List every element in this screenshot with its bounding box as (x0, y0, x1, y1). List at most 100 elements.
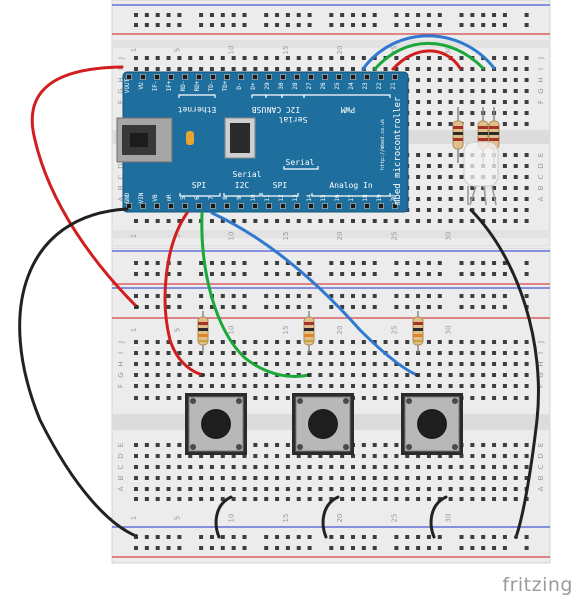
hole (340, 535, 345, 539)
label-spi-left: SPI (192, 181, 207, 190)
hole (242, 454, 247, 458)
hole (470, 497, 475, 501)
hole (481, 351, 486, 355)
hole (448, 175, 453, 179)
hole (481, 384, 486, 388)
hole (285, 56, 290, 60)
hole (275, 465, 280, 469)
hole (155, 396, 160, 400)
hole (394, 465, 399, 469)
hole (264, 497, 269, 501)
hole (242, 294, 247, 298)
hole (285, 396, 290, 400)
hole (329, 476, 334, 480)
hole (513, 340, 518, 344)
hole (426, 487, 431, 491)
hole (199, 362, 204, 366)
hole (459, 476, 464, 480)
pin-label-top: 25 (334, 82, 341, 90)
hole (177, 443, 182, 447)
hole (448, 219, 453, 223)
hole (329, 465, 334, 469)
hole (318, 384, 323, 388)
hole (524, 351, 529, 355)
hole (166, 219, 171, 223)
hole (416, 122, 421, 126)
hole (513, 208, 518, 212)
hole (209, 546, 214, 550)
hole (253, 465, 258, 469)
hole (513, 164, 518, 168)
hole (459, 497, 464, 501)
header-pin (266, 74, 272, 80)
hole (459, 100, 464, 104)
hole (459, 546, 464, 550)
hole (231, 487, 236, 491)
hole (285, 476, 290, 480)
hole (405, 261, 410, 265)
row-letter: J (117, 341, 125, 344)
hole (231, 535, 236, 539)
hole (134, 373, 138, 377)
hole (470, 89, 475, 93)
hole (361, 476, 366, 480)
hole (242, 305, 247, 309)
hole (405, 535, 410, 539)
header-pin (238, 74, 244, 80)
hole (394, 219, 399, 223)
hole (437, 78, 442, 82)
hole (231, 351, 236, 355)
hole (285, 454, 290, 458)
column-number: 10 (228, 514, 236, 523)
row-letter: B (537, 475, 545, 480)
hole (264, 23, 269, 27)
pin-label-top: 30 (278, 82, 285, 90)
hole (426, 294, 431, 298)
hole (340, 362, 345, 366)
header-pin (266, 203, 272, 209)
header-pin (336, 74, 342, 80)
hole (372, 384, 377, 388)
label-pwm: PWM (341, 105, 356, 114)
hole (416, 294, 421, 298)
hole (296, 272, 301, 276)
hole (426, 186, 431, 190)
hole (296, 294, 301, 298)
hole (220, 305, 225, 309)
row-letter: C (537, 464, 545, 469)
header-pin (308, 203, 314, 209)
hole (524, 89, 529, 93)
hole (177, 305, 182, 309)
hole (492, 351, 497, 355)
hole (459, 373, 464, 377)
hole (361, 56, 366, 60)
hole (199, 497, 204, 501)
hole (481, 546, 486, 550)
hole (231, 272, 236, 276)
header-pin (210, 74, 216, 80)
hole (285, 13, 290, 17)
hole (285, 535, 290, 539)
hole (296, 465, 301, 469)
hole (253, 487, 258, 491)
hole (481, 261, 486, 265)
hole (524, 197, 529, 201)
hole (405, 465, 410, 469)
hole (329, 67, 334, 71)
hole (513, 497, 518, 501)
hole (416, 465, 421, 469)
hole (524, 373, 529, 377)
hole (524, 67, 529, 71)
hole (144, 305, 149, 309)
hole (351, 351, 355, 355)
hole (372, 219, 377, 223)
hole (394, 272, 399, 276)
hole (340, 454, 345, 458)
hole (437, 305, 442, 309)
hole (524, 13, 529, 17)
hole (351, 305, 355, 309)
pin-label-top: 29 (264, 82, 271, 90)
hole (285, 362, 290, 366)
hole (351, 340, 355, 344)
usb-connector (116, 117, 173, 163)
